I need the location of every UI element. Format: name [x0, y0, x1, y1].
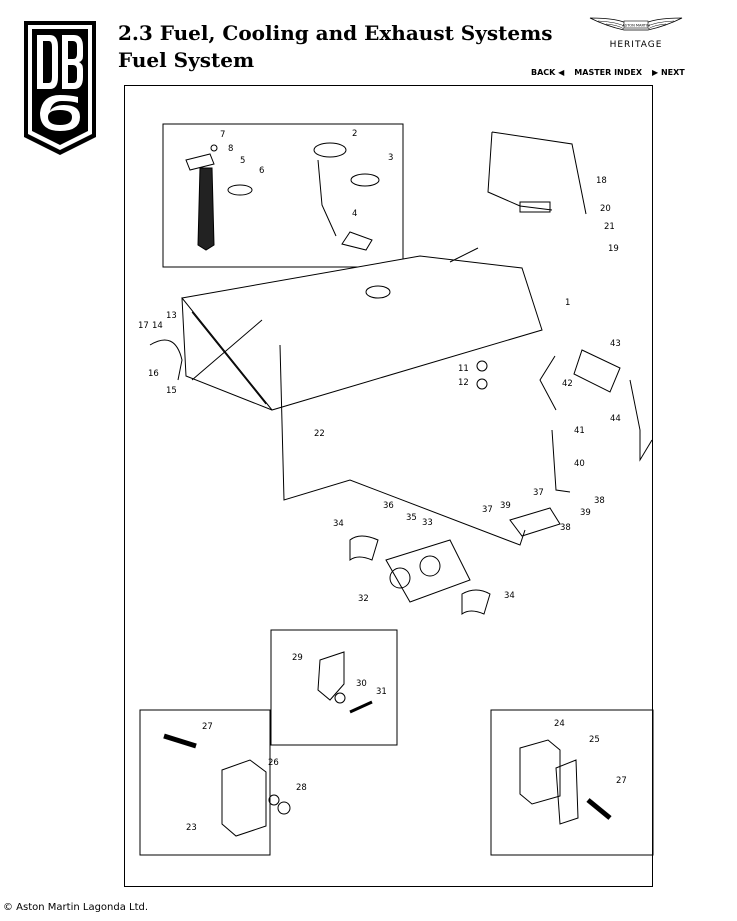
breather-pipe [487, 131, 587, 215]
callout-30: 30 [356, 679, 367, 689]
callout-6: 6 [259, 166, 264, 176]
washer-11 [476, 360, 488, 372]
pipe-40 [551, 429, 571, 493]
callout-12: 12 [458, 378, 469, 388]
callout-28: 28 [296, 783, 307, 793]
fuel-pump [385, 539, 471, 603]
callout-20: 20 [600, 204, 611, 214]
fuel-gauge-sender [185, 144, 218, 251]
title-line-2: Fuel System [118, 48, 255, 72]
pump-union-37 [509, 507, 561, 537]
feed-pipe-22 [279, 344, 526, 546]
callout-11: 11 [458, 364, 469, 374]
callout-32: 32 [358, 594, 369, 604]
breather-union [519, 201, 551, 213]
callout-7: 7 [220, 130, 225, 140]
inset-sender-box [162, 123, 404, 268]
callout-34-right: 34 [504, 591, 515, 601]
mounting-block-23 [221, 759, 267, 837]
brand-heritage: HERITAGE [609, 40, 663, 50]
pipe-44 [629, 379, 653, 462]
brand-block: ASTON MARTIN HERITAGE [588, 12, 684, 50]
callout-16: 16 [148, 369, 159, 379]
sender-gasket-3 [350, 173, 380, 187]
diagram-frame [124, 85, 653, 887]
aston-martin-wings-icon: ASTON MARTIN [589, 17, 683, 31]
bracket-25 [555, 759, 579, 825]
callout-27-right: 27 [616, 776, 627, 786]
callout-37-a: 37 [482, 505, 493, 515]
bolt-27-right [586, 798, 612, 820]
callout-39-a: 39 [500, 501, 511, 511]
page-nav: BACK ◀ MASTER INDEX ▶ NEXT [531, 68, 685, 77]
sender-gasket-6 [227, 184, 253, 196]
callout-25: 25 [589, 735, 600, 745]
callout-29: 29 [292, 653, 303, 663]
callout-41: 41 [574, 426, 585, 436]
washer-30 [334, 692, 346, 704]
callout-39-b: 39 [580, 508, 591, 518]
next-link[interactable]: ▶ NEXT [652, 68, 685, 77]
callout-33: 33 [422, 518, 433, 528]
callout-36: 36 [383, 501, 394, 511]
bolt-27-left [163, 733, 197, 749]
callout-40: 40 [574, 459, 585, 469]
pump-clamp-34-left [349, 535, 379, 561]
inset-block-box-right [490, 709, 654, 856]
callout-23: 23 [186, 823, 197, 833]
callout-43: 43 [610, 339, 621, 349]
callout-26: 26 [268, 758, 279, 768]
callout-38-a: 38 [560, 523, 571, 533]
nut-28 [277, 801, 291, 815]
tank-sender-unit [313, 142, 373, 251]
inset-block-box-left [139, 709, 271, 856]
callout-34-left: 34 [333, 519, 344, 529]
copyright-notice: © Aston Martin Lagonda Ltd. [3, 902, 149, 913]
callout-44: 44 [610, 414, 621, 424]
earth-lead [149, 339, 183, 381]
callout-5: 5 [240, 156, 245, 166]
washer-26 [268, 794, 280, 806]
callout-14: 14 [152, 321, 163, 331]
callout-17: 17 [138, 321, 149, 331]
pipe-42 [539, 355, 557, 411]
callout-3: 3 [388, 153, 393, 163]
pump-clamp-34-right [461, 589, 491, 615]
callout-1: 1 [565, 298, 570, 308]
callout-35: 35 [406, 513, 417, 523]
callout-8: 8 [228, 144, 233, 154]
callout-18: 18 [596, 176, 607, 186]
callout-19: 19 [608, 244, 619, 254]
callout-38-b: 38 [594, 496, 605, 506]
master-index-link[interactable]: MASTER INDEX [574, 68, 643, 77]
callout-24: 24 [554, 719, 565, 729]
inset-clip-box [270, 629, 398, 746]
callout-21: 21 [604, 222, 615, 232]
callout-37-b: 37 [533, 488, 544, 498]
fuel-tank [181, 247, 543, 411]
callout-42: 42 [562, 379, 573, 389]
callout-31: 31 [376, 687, 387, 697]
page-title: 2.3 Fuel, Cooling and Exhaust Systems Fu… [118, 20, 553, 74]
nut-12 [476, 378, 488, 390]
screw-31 [349, 700, 373, 714]
callout-22: 22 [314, 429, 325, 439]
callout-2: 2 [352, 129, 357, 139]
callout-13: 13 [166, 311, 177, 321]
mounting-block-24 [519, 739, 561, 805]
callout-4: 4 [352, 209, 357, 219]
title-line-1: 2.3 Fuel, Cooling and Exhaust Systems [118, 21, 553, 45]
back-link[interactable]: BACK ◀ [531, 68, 565, 77]
fuel-filter [573, 349, 621, 393]
brand-badge-text: ASTON MARTIN [622, 24, 650, 28]
pipe-clip-29 [317, 651, 345, 701]
callout-27-left: 27 [202, 722, 213, 732]
callout-15: 15 [166, 386, 177, 396]
db6-logo [24, 21, 96, 155]
